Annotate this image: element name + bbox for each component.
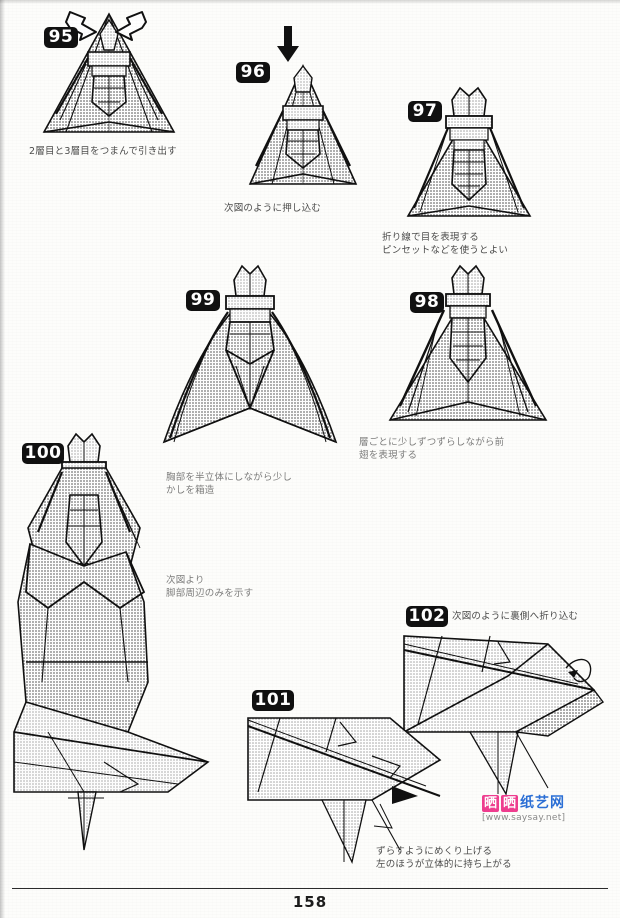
watermark-box-2: 晒 (501, 795, 519, 812)
figure-step-101 (240, 700, 455, 865)
solid-arrow-down-icon (275, 24, 301, 64)
hollow-arrow-up-left-icon (60, 2, 100, 42)
caption-step-102: 次図のように裏側へ折り込む (452, 611, 579, 622)
step-badge-100: 100 (22, 443, 64, 464)
site-watermark: 晒 晒 纸艺网 [www.saysay.net] (482, 795, 610, 824)
caption-step-100: 次図より 脚部周辺のみを示す (166, 575, 254, 599)
figure-step-98 (378, 262, 558, 432)
page-number: 158 (292, 893, 328, 911)
step-badge-95: 95 (44, 27, 78, 48)
figure-step-95 (14, 4, 204, 144)
caption-step-101: ずらすようにめくり上げる 左のほうが立体的に持ち上がる (376, 846, 512, 870)
figure-step-100 (8, 432, 248, 852)
figure-step-96 (228, 48, 378, 196)
watermark-box-1: 晒 (482, 795, 500, 812)
step-badge-102: 102 (406, 606, 448, 627)
caption-step-99: 胸部を半立体にしながら少し かしを箱造 (166, 472, 293, 496)
step-badge-99: 99 (186, 290, 220, 311)
watermark-logo-row: 晒 晒 纸艺网 (482, 795, 610, 812)
step-badge-101: 101 (252, 690, 294, 711)
figure-step-102 (398, 628, 613, 798)
step-badge-97: 97 (408, 101, 442, 122)
watermark-url: [www.saysay.net] (482, 813, 566, 823)
caption-step-95: 2層目と3層目をつまんで引き出す (29, 146, 177, 157)
page-edge-shadow-left (0, 0, 5, 918)
step-badge-96: 96 (236, 62, 270, 83)
figure-step-99 (150, 258, 350, 463)
step-badge-98: 98 (410, 292, 444, 313)
caption-step-97: 折り線で目を表現する ピンセットなどを使うとよい (382, 232, 509, 256)
figure-step-97 (388, 82, 550, 227)
footer-divider (12, 888, 608, 889)
caption-step-96: 次図のように押し込む (224, 203, 322, 214)
watermark-site-name: 纸艺网 (520, 795, 566, 811)
caption-step-98: 層ごとに少しずつずらしながら前 翅を表現する (359, 437, 505, 461)
hollow-arrow-up-right-icon (112, 2, 152, 42)
